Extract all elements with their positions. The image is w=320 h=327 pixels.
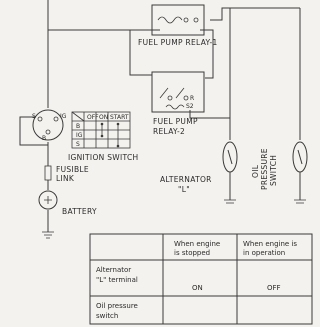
relay1-coil: [157, 16, 183, 24]
row-alternator-label-1: Alternator: [96, 266, 131, 274]
switch-dot-on-ig: [100, 134, 104, 138]
relay2-switches: [159, 87, 185, 99]
oil-label-line3: SWITCH: [269, 155, 278, 186]
relay2-pin-s2: S2: [186, 103, 194, 110]
wire-relay1-top: [210, 7, 300, 21]
relay2-contact-b: [183, 95, 189, 101]
wiring-diagram: FUEL PUMP RELAY-1 R S2 FUEL PUMP RELAY-2…: [19, 0, 313, 325]
switch-table-grid: [71, 111, 130, 148]
switch-dot-start-b: [116, 122, 120, 126]
alternator-label-line1: ALTERNATOR: [160, 175, 212, 184]
oil-label-line1: OIL: [251, 164, 260, 178]
fusible-label-line2: LINK: [56, 174, 75, 183]
switch-row-s: S: [76, 141, 80, 148]
ignition-terminal-s: [37, 116, 43, 122]
alternator-lamp: ALTERNATOR "L": [160, 141, 238, 204]
wire-relay2-out: [189, 110, 230, 119]
row-oil-label-2: switch: [96, 312, 118, 320]
row-oil-label-1: Oil pressure: [96, 302, 138, 310]
relay1-box: [151, 4, 205, 36]
relay2-box: [151, 71, 205, 113]
relay1-label: FUEL PUMP RELAY-1: [138, 38, 218, 47]
ignition-switch-label: IGNITION SWITCH: [68, 153, 138, 162]
oil-switch-symbol: [292, 141, 308, 173]
relay2-contact-a: [167, 95, 173, 101]
condition-table-frame: [89, 233, 313, 325]
wire-s-terminal: [19, 116, 48, 146]
wire-relay1-to-relay2: [200, 29, 214, 79]
col-header-operation-2: in operation: [243, 249, 285, 257]
col-header-operation-1: When engine is: [243, 240, 297, 248]
wiring: [19, 0, 301, 232]
switch-position-table: OFF ON START B IG S: [71, 111, 131, 149]
battery-label: BATTERY: [62, 207, 97, 216]
relay2-coil: [165, 104, 185, 110]
value-operation-off: OFF: [267, 284, 281, 292]
relay1-contact-2: [193, 17, 199, 23]
ignition-switch: S IG B OFF ON START B IG S IGNITION SWIT…: [32, 109, 138, 162]
ignition-terminal-ig: [53, 116, 59, 122]
oil-pressure-switch: OIL PRESSURE SWITCH: [251, 141, 308, 204]
battery-plus-icon: [44, 196, 52, 204]
oil-switch-indicator: [297, 149, 303, 165]
alternator-ground-icon: [224, 199, 236, 204]
relay2-label-line2: RELAY-2: [153, 127, 185, 136]
relay2-label-line1: FUEL PUMP: [153, 117, 198, 126]
oil-label-line2: PRESSURE: [260, 148, 269, 190]
wiring-diagram-page: FUEL PUMP RELAY-1 R S2 FUEL PUMP RELAY-2…: [19, 0, 313, 325]
fuel-pump-relay-1: FUEL PUMP RELAY-1: [138, 4, 218, 47]
battery-symbol: [38, 190, 58, 210]
switch-pin-b: B: [42, 135, 46, 142]
ignition-terminal-b: [45, 129, 51, 135]
switch-col-off: OFF: [87, 114, 99, 121]
condition-table-grid: [90, 234, 312, 324]
value-stopped-on: ON: [192, 284, 203, 292]
wire-feed-relay2: [48, 29, 152, 76]
switch-dot-on-b: [100, 122, 104, 126]
oil-switch-ground-icon: [294, 199, 306, 204]
switch-row-b: B: [76, 123, 80, 130]
relay1-contact: [183, 17, 189, 23]
switch-row-ig: IG: [76, 132, 83, 139]
fusible-link-symbol: [44, 165, 52, 181]
condition-table: When engine is stopped When engine is in…: [89, 233, 313, 325]
switch-col-on: ON: [99, 114, 108, 121]
row-alternator-label-2: "L" terminal: [96, 276, 138, 284]
switch-connection-marks: [101, 124, 119, 146]
alternator-symbol: [222, 141, 238, 173]
switch-dot-start-s: [116, 144, 120, 148]
alternator-label-line2: "L": [178, 185, 190, 194]
col-header-stopped-1: When engine: [174, 240, 220, 248]
switch-pin-ig: IG: [60, 113, 67, 120]
battery: BATTERY: [38, 190, 97, 239]
relay2-pin-r: R: [190, 95, 194, 102]
fusible-label-line1: FUSIBLE: [56, 165, 89, 174]
alternator-indicator: [227, 149, 233, 165]
fusible-link: FUSIBLE LINK: [44, 165, 89, 183]
battery-ground-icon: [42, 231, 54, 239]
col-header-stopped-2: is stopped: [174, 249, 210, 257]
ignition-switch-body: [32, 109, 64, 141]
switch-col-start: START: [110, 114, 129, 121]
fuel-pump-relay-2: R S2 FUEL PUMP RELAY-2: [151, 71, 205, 136]
switch-pin-s: S: [32, 113, 36, 120]
